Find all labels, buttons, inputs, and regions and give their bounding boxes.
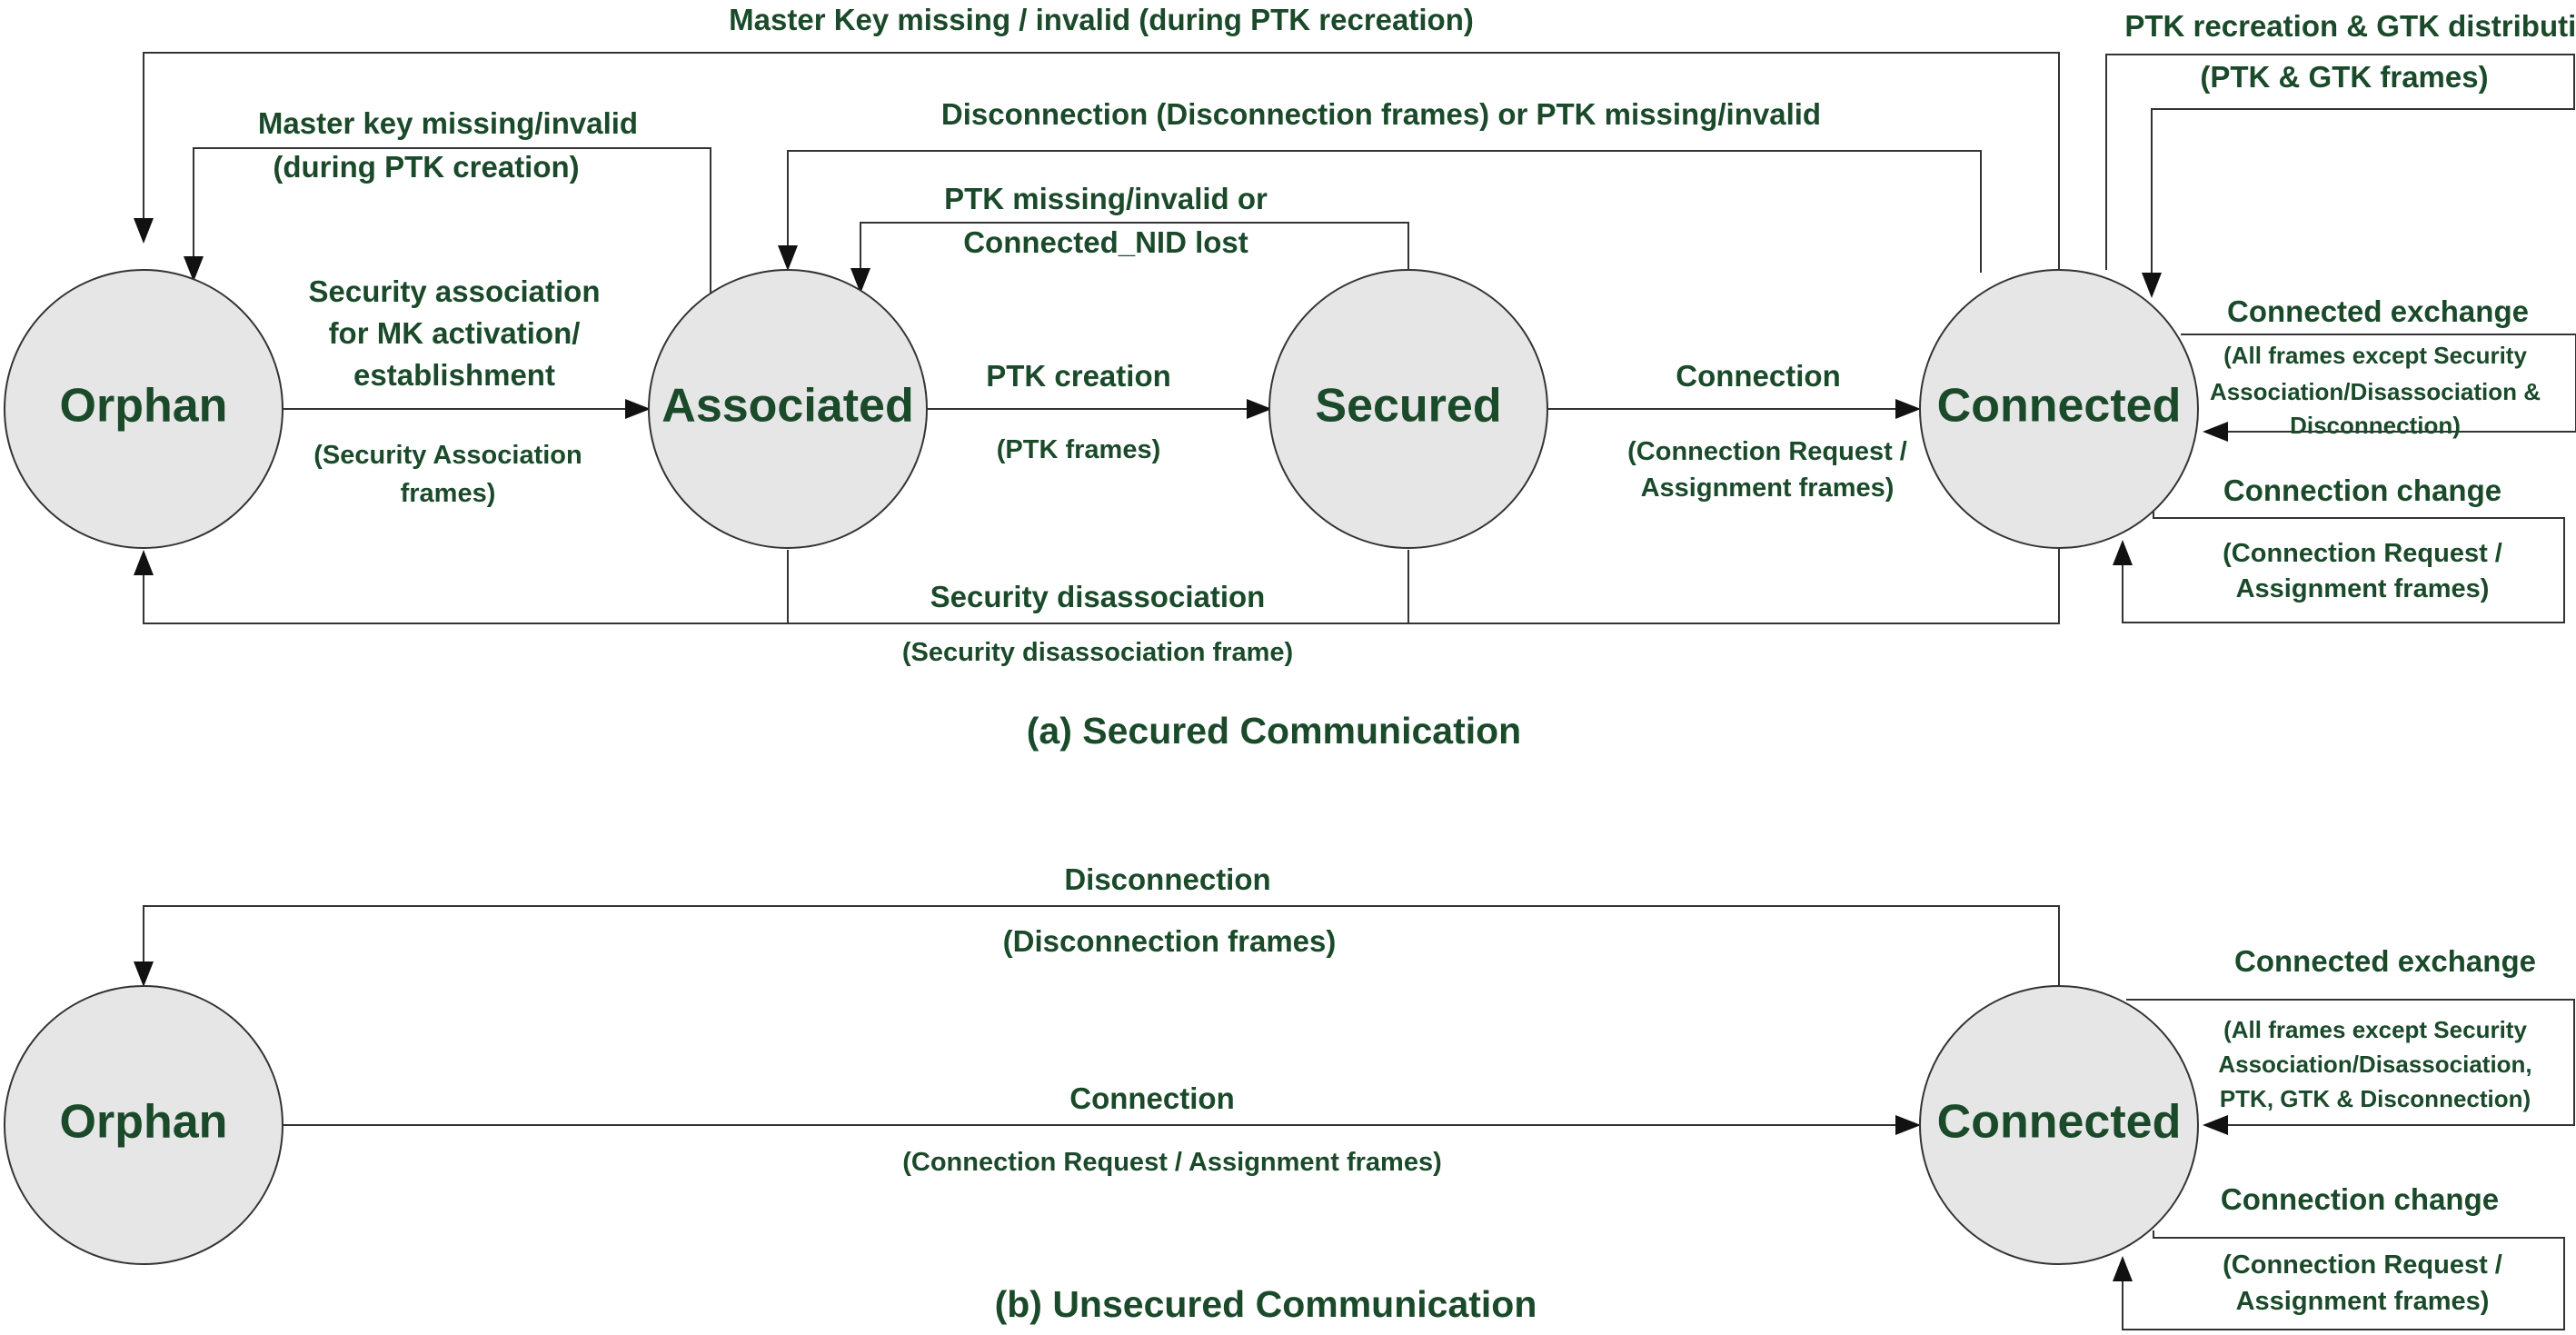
label-conn-change: Connection change <box>2221 1182 2499 1216</box>
unsecured-diagram: Orphan Connected Disconnection (Disconne… <box>4 862 2575 1330</box>
label-conn-exchange-frames-3: PTK, GTK & Disconnection) <box>2220 1085 2531 1112</box>
edge-conn-change <box>2122 1230 2565 1330</box>
label-sec-assoc-2: for MK activation/ <box>329 316 581 350</box>
label-ptk-frames: (PTK frames) <box>997 435 1161 464</box>
edge-disconnection-ptk <box>787 150 1982 273</box>
label-conn-exchange-frames-3: Disconnection) <box>2290 412 2461 439</box>
label-sec-disassoc: Security disassociation <box>930 580 1266 613</box>
label-conn-exchange-frames-2: Association/Disassociation, <box>2218 1051 2531 1078</box>
label-mk-creation-1: Master key missing/invalid <box>258 106 638 140</box>
label-disconnection: Disconnection <box>1064 862 1270 896</box>
label-ptk-gtk-frames: (PTK & GTK frames) <box>2200 60 2488 94</box>
label-mk-recreation: Master Key missing / invalid (during PTK… <box>729 3 1474 36</box>
edge-conn-change <box>2122 509 2565 623</box>
arrowhead-icon <box>134 961 154 987</box>
label-conn-frames-1: (Connection Request / <box>1627 437 1907 466</box>
label-conn-change: Connection change <box>2223 473 2501 507</box>
label-conn-exchange: Connected exchange <box>2227 294 2529 328</box>
label-ptk-missing-1: PTK missing/invalid or <box>944 182 1268 215</box>
arrowhead-icon <box>850 268 870 294</box>
state-secured <box>1268 269 1548 549</box>
edge-conn-exchange <box>2126 999 2575 1126</box>
edge-conn-exchange <box>2181 334 2576 433</box>
label-conn-exchange: Connected exchange <box>2234 944 2536 978</box>
arrowhead-icon <box>1895 399 1921 419</box>
state-orphan-label: Orphan <box>60 380 228 433</box>
label-conn-exchange-frames-1: (All frames except Security <box>2223 342 2527 369</box>
label-conn-frames-2: Assignment frames) <box>1641 473 1895 503</box>
arrowhead-icon <box>184 256 204 282</box>
label-conn-change-frames-2: Assignment frames) <box>2236 574 2490 603</box>
state-orphan-label: Orphan <box>60 1096 228 1149</box>
label-ptk-missing-2: Connected_NID lost <box>963 225 1248 259</box>
edge-mk-recreation <box>143 52 2060 270</box>
secured-diagram: Orphan Associated Secured Connected Mast… <box>4 3 2576 752</box>
arrowhead-icon <box>2203 1115 2228 1135</box>
edge-mk-creation <box>193 147 711 295</box>
arrowhead-icon <box>1247 399 1272 419</box>
label-mk-creation-2: (during PTK creation) <box>273 150 579 184</box>
state-connected <box>1919 269 2199 549</box>
arrowhead-icon <box>2203 422 2228 442</box>
state-connected-label: Connected <box>1937 1096 2182 1149</box>
arrowhead-icon <box>1895 1115 1921 1135</box>
edge-ptk-missing <box>860 222 1409 269</box>
label-disconnection-frames: (Disconnection frames) <box>1003 924 1337 958</box>
arrowhead-icon <box>134 218 154 244</box>
label-sec-assoc-frames-2: frames) <box>401 479 496 508</box>
label-conn-exchange-frames-2: Association/Disassociation & <box>2210 378 2541 405</box>
edge-ptk-recreation <box>2105 54 2575 273</box>
label-conn-change-frames-1: (Connection Request / <box>2223 1250 2502 1280</box>
label-sec-assoc-frames-1: (Security Association <box>313 441 582 470</box>
label-ptk-recreation: PTK recreation & GTK distribution <box>2124 9 2576 43</box>
arrowhead-icon <box>134 550 154 575</box>
state-orphan <box>4 269 283 549</box>
state-associated <box>648 269 928 549</box>
arrowhead-icon <box>778 245 798 271</box>
label-sec-disassoc-frame: (Security disassociation frame) <box>902 638 1293 667</box>
arrowhead-icon <box>2113 540 2133 565</box>
arrowhead-icon <box>2142 273 2162 298</box>
label-sec-assoc-1: Security association <box>309 274 601 308</box>
label-conn-change-frames-2: Assignment frames) <box>2236 1287 2490 1316</box>
label-connection: Connection <box>1069 1081 1234 1115</box>
label-disconnection-ptk: Disconnection (Disconnection frames) or … <box>941 97 1821 131</box>
caption-unsecured: (b) Unsecured Communication <box>995 1283 1537 1325</box>
arrowhead-icon <box>2113 1256 2133 1281</box>
state-orphan <box>4 985 283 1265</box>
state-connected-label: Connected <box>1937 380 2182 433</box>
edge-disconnection <box>143 905 2060 986</box>
label-conn-exchange-frames-1: (All frames except Security <box>2223 1016 2527 1043</box>
label-conn-change-frames-1: (Connection Request / <box>2223 539 2502 568</box>
label-ptk-creation: PTK creation <box>986 359 1171 393</box>
state-connected <box>1919 985 2199 1265</box>
label-connection-frames: (Connection Request / Assignment frames) <box>902 1148 1442 1177</box>
label-connection: Connection <box>1676 359 1840 393</box>
state-associated-label: Associated <box>661 380 913 433</box>
label-sec-assoc-3: establishment <box>353 358 555 392</box>
arrowhead-icon <box>625 399 651 419</box>
caption-secured: (a) Secured Communication <box>1027 710 1521 752</box>
state-secured-label: Secured <box>1315 380 1501 433</box>
edge-sec-disassoc <box>143 548 2060 624</box>
